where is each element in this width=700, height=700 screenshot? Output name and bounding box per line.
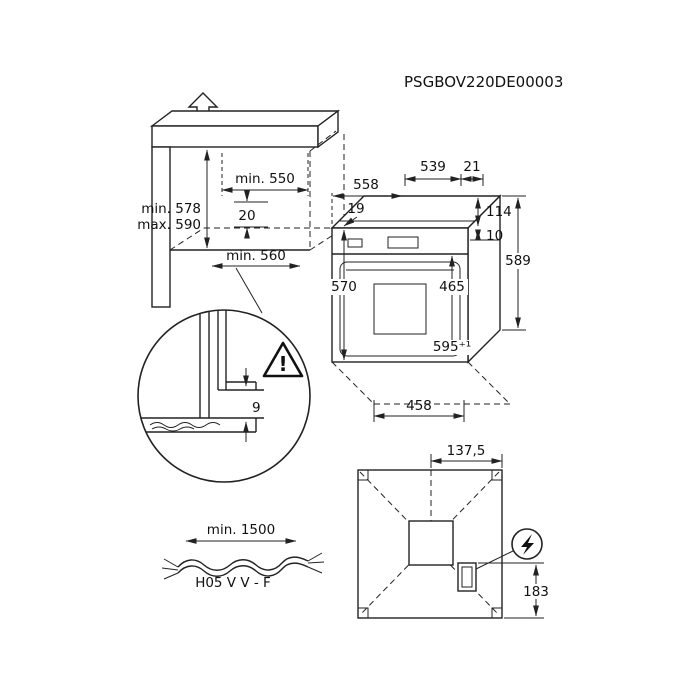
cable-min-length-label: min. 1500: [207, 522, 275, 538]
warning-exclamation-mark: !: [278, 352, 287, 376]
flange-gap-label: 9: [252, 400, 261, 416]
oven-front-lip-label: 19: [347, 201, 364, 217]
cable-type-label: H05 V V - F: [195, 575, 271, 591]
oven-back-gap-label: 21: [463, 159, 480, 175]
model-code-label: PSGBOV220DE00003: [404, 73, 563, 91]
oven-door: [339, 261, 461, 357]
wood-grain-hatch: [149, 422, 221, 428]
oven-front-height-label: 570: [331, 279, 357, 295]
oven-bottom-depth-label: 458: [406, 398, 432, 414]
warning-triangle-icon: [262, 341, 304, 378]
niche-height-min-label: min. 578: [141, 201, 201, 217]
lightning-bolt-icon: [521, 534, 534, 555]
oven-overall-height-label: 589: [505, 253, 531, 269]
rear-view-drawing: 137,5 183: [357, 443, 551, 619]
detail-pointer-line: [235, 267, 263, 314]
outlet-offset-y-label: 183: [523, 584, 549, 600]
cable-curve: [177, 556, 309, 571]
outlet-offset-x-label: 137,5: [447, 443, 486, 459]
oven-bottom-width-label: 595⁺¹: [433, 339, 471, 355]
control-knob: [347, 238, 363, 248]
oven-top-width-label: 558: [353, 177, 379, 193]
oven-display: [387, 236, 419, 249]
oven-door-height-label: 465: [439, 279, 465, 295]
cabinet-panel-thickness-label: 20: [238, 208, 255, 224]
niche-height-max-label: max. 590: [137, 217, 201, 233]
cabinet-bottom-depth-label: min. 560: [226, 248, 286, 264]
power-cable-drawing: min. 1500 H05 V V - F: [161, 522, 325, 591]
cabinet-top-depth-label: min. 550: [235, 171, 295, 187]
mounting-detail-circle: 9 !: [137, 309, 311, 483]
cabinet-drawing: min. 550 20 min. 578 max. 590 min. 560: [137, 92, 345, 314]
door-window: [373, 283, 427, 335]
oven-top-gap-label: 10: [486, 228, 503, 244]
oven-drawing: 558 539 21 19 114 10 589 570 465: [328, 159, 533, 422]
oven-rear-height-label: 114: [486, 204, 512, 220]
oven-top-depth-label: 539: [420, 159, 446, 175]
